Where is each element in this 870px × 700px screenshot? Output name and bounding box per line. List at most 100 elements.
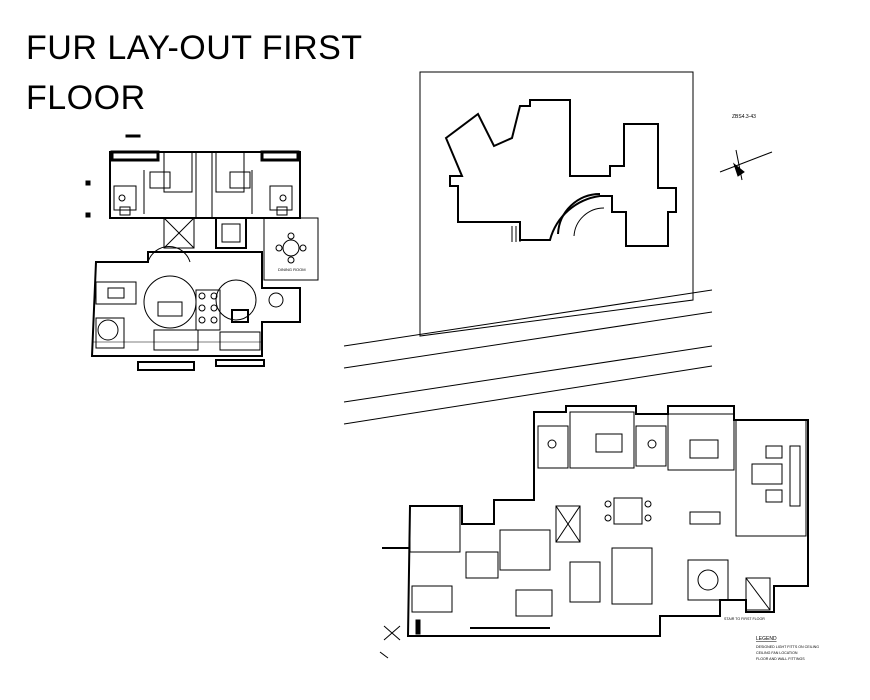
site-boundary (419, 71, 694, 337)
console-unit (689, 511, 721, 525)
road-edge (343, 365, 713, 425)
toilet-2 (635, 425, 667, 467)
marker-dot (85, 212, 91, 218)
north-arrow-head (732, 162, 745, 177)
left-furniture-plan: DINING ROOM (85, 134, 319, 371)
section-mark (383, 625, 401, 641)
north-arrow (735, 149, 743, 181)
kitchen (219, 331, 261, 351)
dining-chair (287, 256, 295, 264)
marker-dot (85, 180, 91, 186)
curved-stair (147, 246, 191, 263)
duct-inner (221, 223, 241, 243)
sofa-block (95, 281, 137, 305)
chair (276, 206, 288, 216)
balcony (215, 359, 265, 367)
site-code-label: ZBS4.3-43 (732, 114, 756, 120)
toilet-1 (537, 425, 569, 469)
arrow-mark (379, 651, 389, 659)
coffee-table (751, 463, 783, 485)
wardrobe (269, 185, 293, 211)
wall-post (415, 619, 421, 635)
armchair (765, 445, 783, 459)
legend-line-2: CEILING FAN LOCATION (756, 651, 798, 655)
bath-fixture (97, 319, 119, 341)
seat (210, 316, 218, 324)
drawing-title-line-2: FLOOR (26, 79, 146, 117)
seat (210, 304, 218, 312)
dining-table (282, 239, 300, 257)
bed (689, 439, 719, 459)
center-table (157, 301, 183, 317)
north-arrow (719, 151, 773, 173)
duct-shaft (215, 217, 247, 249)
bedroom-2 (667, 413, 735, 471)
lift-cross (745, 577, 771, 611)
site-plan: ZBS4.3-43 (343, 71, 773, 425)
stair-label: STAIR TO FIRST FLOOR (724, 617, 765, 621)
wc-fixture (547, 439, 557, 449)
bedroom-1 (569, 411, 635, 469)
unit-outline (406, 405, 809, 637)
lift-cross (555, 505, 581, 543)
balcony (137, 361, 195, 371)
lift-cross (163, 217, 195, 249)
sofa-inner (107, 287, 125, 299)
seating-group (195, 289, 221, 331)
seat (198, 316, 206, 324)
dining-chair (604, 514, 612, 522)
dining-chair (299, 244, 307, 252)
dining-chair (644, 514, 652, 522)
chair (119, 206, 131, 216)
lift-2 (745, 577, 771, 611)
dining-room (263, 217, 319, 281)
fitting-symbol (118, 194, 126, 202)
fitting-symbol (279, 194, 287, 202)
round-lounge (215, 279, 257, 321)
wall-segment (110, 150, 160, 162)
lift-shaft (163, 217, 195, 249)
curved-stair (557, 192, 601, 235)
legend-line-1: DESIGNED LIGHT FITTS ON CEILING (756, 645, 819, 649)
dining-chair (275, 244, 283, 252)
stair-block (231, 309, 249, 323)
dining-chair (604, 500, 612, 508)
kitchen (569, 561, 601, 603)
road-edge (343, 311, 713, 369)
utility (611, 547, 653, 605)
bed-furniture (229, 171, 251, 189)
bed-large (515, 589, 553, 617)
lift-shaft (555, 505, 581, 543)
upper-wing-outline (109, 151, 301, 219)
bathroom (95, 317, 125, 349)
scale-bar (125, 134, 141, 138)
dining-chair (644, 500, 652, 508)
dining-chair (287, 232, 295, 240)
bed-furniture (149, 171, 171, 189)
foyer (687, 559, 729, 601)
study-desk (465, 551, 499, 579)
legend-heading: LEGEND (756, 636, 777, 642)
road-edge (343, 289, 713, 347)
building-footprint (444, 99, 677, 247)
dining-room-label: DINING ROOM (278, 267, 306, 272)
sofa (789, 445, 801, 507)
dining-table (613, 497, 643, 525)
bed (595, 433, 623, 453)
lower-wing-outline (90, 251, 301, 357)
armchair (765, 489, 783, 503)
seat (210, 292, 218, 300)
curved-stair-inner (573, 207, 605, 237)
wc-fixture (647, 439, 657, 449)
bedroom-3 (409, 505, 461, 553)
legend-line-3: FLOOR AND WALL FITTINGS (756, 657, 805, 661)
road-edge (343, 345, 713, 403)
seat (198, 292, 206, 300)
round-table (697, 569, 719, 591)
seat (198, 304, 206, 312)
lower-right-furniture-plan: LEGEND DESIGNED LIGHT FITTS ON CEILING C… (379, 405, 819, 661)
bath-3 (499, 529, 551, 571)
drawing-title-line-1: FUR LAY-OUT FIRST (26, 29, 363, 67)
